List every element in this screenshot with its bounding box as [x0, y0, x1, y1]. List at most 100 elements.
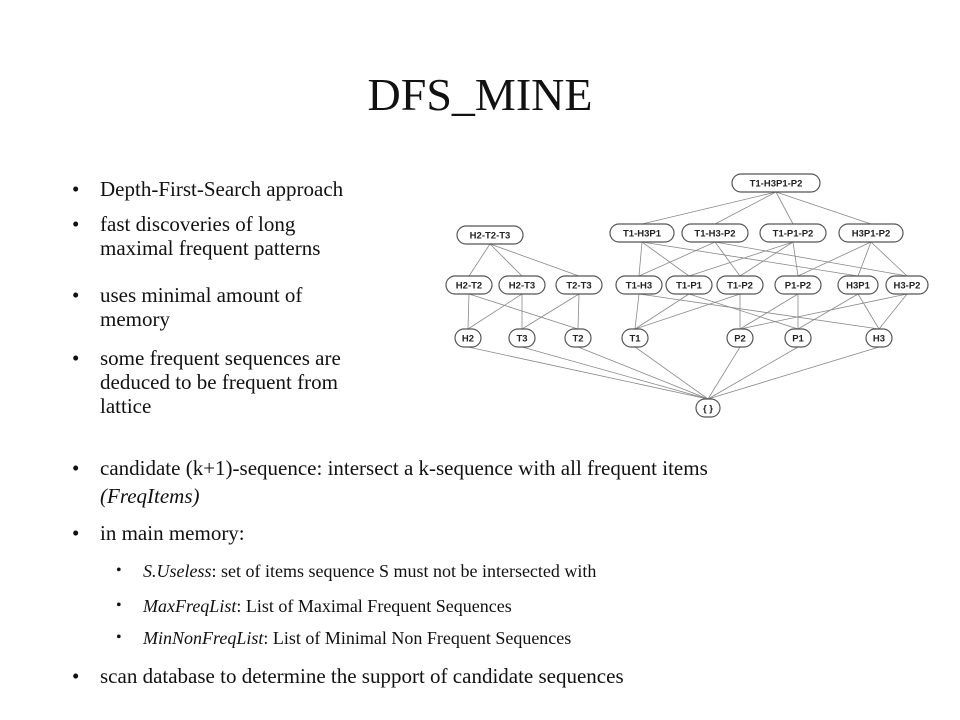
lattice-node-label: H2 — [462, 334, 474, 345]
lattice-node-label: T1-P1-P2 — [773, 229, 814, 240]
lattice-node: T1-H3-P2 — [681, 223, 749, 243]
lattice-edge — [878, 293, 908, 330]
lattice-node-shape — [454, 328, 482, 348]
lattice-node-label: H2-T2-T3 — [470, 231, 511, 242]
lattice-edge — [468, 293, 579, 330]
term: MinNonFreqList — [143, 628, 264, 648]
lattice-node: H3-P2 — [885, 275, 929, 295]
lattice-node: T1-H3P1-P2 — [731, 173, 821, 193]
lattice-node-label: T2 — [572, 334, 583, 345]
bullet-icon: • — [72, 664, 80, 688]
lattice-node-shape — [508, 328, 536, 348]
bullet-line: uses minimal amount of — [100, 283, 303, 307]
lattice-node-label: T3 — [516, 334, 527, 345]
bullet-icon: • — [72, 521, 80, 545]
lattice-node-shape — [615, 275, 663, 295]
lattice-edge — [714, 241, 741, 277]
lattice-node: H2 — [454, 328, 482, 348]
lattice-node: T1-P1-P2 — [759, 223, 827, 243]
lattice-edge — [775, 191, 794, 225]
lattice-node-label: H2-T2 — [456, 281, 482, 292]
bullet-icon: • — [116, 629, 122, 646]
lattice-node-shape — [609, 223, 675, 243]
term: S.Useless — [143, 561, 212, 581]
lattice-edge — [857, 293, 880, 330]
lattice-node-shape — [695, 398, 721, 418]
lattice-node-label: T1-H3 — [626, 281, 652, 292]
lattice-edge — [489, 243, 523, 277]
lattice-node: H3P1 — [837, 275, 879, 295]
lattice-node-label: H2-T3 — [509, 281, 535, 292]
lattice-node-shape — [564, 328, 592, 348]
lattice-edge — [521, 346, 709, 400]
lattice-edge — [638, 293, 880, 330]
lattice-node-shape — [838, 223, 904, 243]
lattice-node-shape — [681, 223, 749, 243]
lattice-edge — [641, 241, 690, 277]
lattice-edge — [467, 346, 709, 400]
lattice-edge — [489, 243, 580, 277]
lattice-edge — [857, 241, 872, 277]
lattice-node-shape — [665, 275, 713, 295]
lattice-edge — [870, 241, 908, 277]
lattice-node-shape — [774, 275, 822, 295]
lattice-node-shape — [716, 275, 764, 295]
lattice-node: { } — [695, 398, 721, 418]
bullet-line: maximal frequent patterns — [100, 236, 321, 260]
lattice-edge — [634, 293, 690, 330]
lattice-edge — [714, 191, 777, 225]
lattice-edge — [468, 243, 491, 277]
lattice-node: T3 — [508, 328, 536, 348]
lattice-node-label: T1-P1 — [676, 281, 703, 292]
bullet-icon: • — [72, 456, 80, 480]
lattice-node-shape — [865, 328, 893, 348]
lattice-node: H3 — [865, 328, 893, 348]
lattice-node-shape — [784, 328, 812, 348]
lattice-edge — [775, 191, 872, 225]
lattice-edge — [634, 293, 640, 330]
bullet-icon: • — [116, 562, 122, 579]
lattice-node-label: H3 — [873, 334, 885, 345]
lattice-node: H2-T2-T3 — [456, 225, 524, 245]
lattice-node-shape — [456, 225, 524, 245]
lattice-node-label: T1 — [629, 334, 641, 345]
lattice-edge — [797, 241, 872, 277]
lattice-edge — [634, 346, 709, 400]
lattice-edge — [634, 293, 741, 330]
definition: : set of items sequence S must not be in… — [211, 561, 597, 581]
lattice-edge — [638, 241, 643, 277]
lattice-node-label: { } — [703, 404, 713, 415]
lattice-edge — [714, 241, 908, 277]
bullet-icon: • — [72, 177, 80, 201]
lattice-node-shape — [759, 223, 827, 243]
lattice-edge — [467, 293, 523, 330]
lattice-node-label: P2 — [734, 334, 746, 345]
lattice-node: T1-P1 — [665, 275, 713, 295]
lattice-edge — [707, 346, 799, 400]
bullet-icon: • — [72, 283, 80, 307]
bullet-icon: • — [116, 597, 122, 614]
lattice-node: T1 — [621, 328, 649, 348]
lattice-node-label: T1-H3P1 — [623, 229, 662, 240]
lattice-node-label: T1-H3P1-P2 — [750, 179, 803, 190]
lattice-node: P2 — [726, 328, 754, 348]
lattice-node-label: T2-T3 — [566, 281, 591, 292]
bullet-icon: • — [72, 212, 80, 236]
lattice-node-shape — [498, 275, 546, 295]
lattice-node-shape — [731, 173, 821, 193]
bullet-line: candidate (k+1)-sequence: intersect a k-… — [100, 456, 708, 480]
lattice-node-shape — [555, 275, 603, 295]
bullet-line-italic: (FreqItems) — [100, 484, 200, 508]
lattice-edge — [521, 293, 580, 330]
lattice-edge — [797, 293, 859, 330]
lattice-node: P1-P2 — [774, 275, 822, 295]
bullet-line: some frequent sequences are — [100, 346, 341, 370]
lattice-node: T2-T3 — [555, 275, 603, 295]
definition: : List of Minimal Non Frequent Sequences — [263, 628, 572, 648]
lattice-edge — [641, 241, 859, 277]
lattice-edge — [577, 346, 709, 400]
lattice-node: T2 — [564, 328, 592, 348]
lattice-node-shape — [885, 275, 929, 295]
lattice-node-label: T1-H3-P2 — [694, 229, 735, 240]
